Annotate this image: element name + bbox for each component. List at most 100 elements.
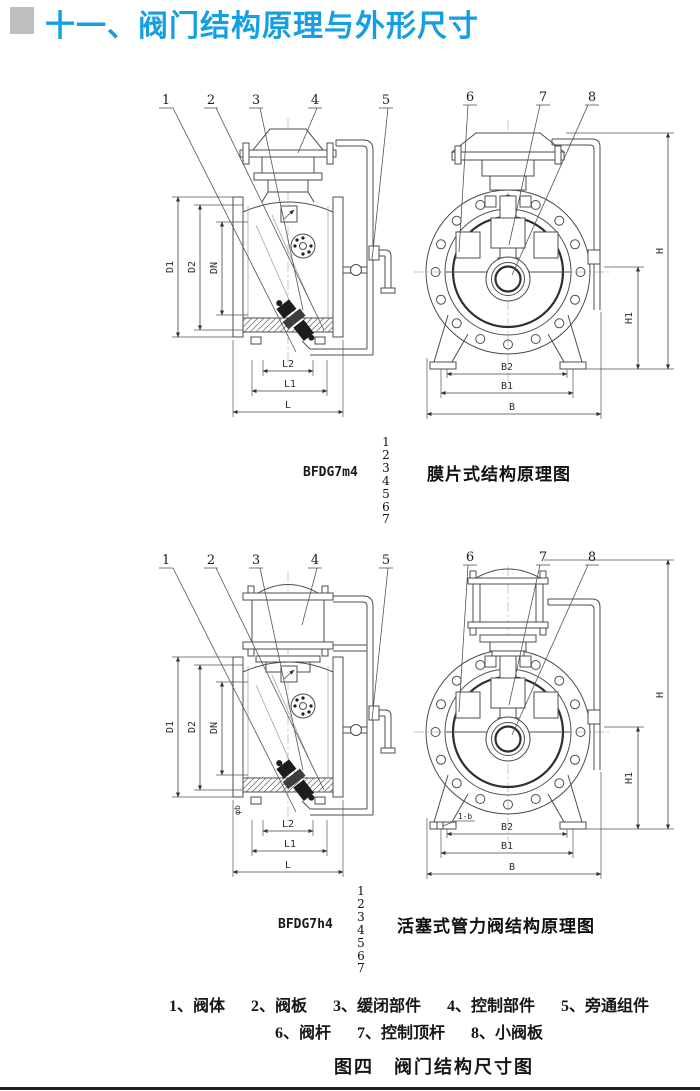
callout-2: 2 xyxy=(207,93,215,108)
callout-7: 7 xyxy=(539,90,547,105)
fig2-foot-hole-callout: 1-b xyxy=(442,812,475,827)
callout-4: 4 xyxy=(311,553,319,568)
fig1-side-view: 1 2 3 4 5 D1 xyxy=(159,93,396,417)
dim-d2: D2 xyxy=(187,261,198,273)
dim-b: B xyxy=(509,862,515,873)
dim-l1: L1 xyxy=(284,839,296,850)
fig2-legs xyxy=(429,774,587,830)
callout-8: 8 xyxy=(588,550,596,565)
fig1-side-callouts: 1 2 3 4 5 xyxy=(159,93,393,353)
callout-1: 1 xyxy=(162,93,170,108)
callout-8: 8 xyxy=(588,90,596,105)
dim-foot-hole: 1-b xyxy=(458,812,473,821)
callout-3: 3 xyxy=(252,93,260,108)
fig2-front-actuator xyxy=(467,568,549,668)
callout-6: 6 xyxy=(466,90,474,105)
dim-l: L xyxy=(285,860,291,871)
dim-d1: D1 xyxy=(165,721,176,733)
fig2-height-dimensions: H H1 xyxy=(544,559,674,830)
figure1-name: 膜片式结构原理图 xyxy=(427,465,571,484)
legend-item-5: 5、旁通组件 xyxy=(561,998,650,1015)
fig2-small-valve-plate xyxy=(485,716,531,762)
fig2-stem xyxy=(490,655,526,727)
fig2-front-pipe-frame xyxy=(547,598,601,770)
dim-h1: H1 xyxy=(624,312,635,324)
fig2-front-callouts: 6 7 8 xyxy=(458,550,599,736)
fig1-right-lug xyxy=(533,231,559,259)
dim-l2: L2 xyxy=(282,819,294,830)
dim-h: H xyxy=(655,248,666,254)
fig2-side-callouts: 1 2 3 4 5 xyxy=(159,553,393,813)
fig1-width-dimensions: B2 B1 B xyxy=(426,312,602,419)
fig1-small-valve-plate xyxy=(485,256,531,302)
dim-dn: DN xyxy=(209,722,220,734)
dim-dn: DN xyxy=(209,262,220,274)
dim-l2: L2 xyxy=(282,359,294,370)
dim-d1: D1 xyxy=(165,261,176,273)
page-title: 十一、阀门结构原理与外形尺寸 xyxy=(45,10,479,43)
fig1-pilot-valve-symbol xyxy=(280,205,298,223)
fig1-bypass-piping xyxy=(301,139,396,356)
dim-l1: L1 xyxy=(284,379,296,390)
fig1-flange-face xyxy=(290,233,316,259)
fig1-front-pipe-frame xyxy=(551,138,601,310)
dim-b2: B2 xyxy=(501,362,513,373)
fig2-pilot-valve-symbol xyxy=(280,665,298,683)
figure2-drawing: 1 2 3 4 5 D1 xyxy=(159,550,674,879)
dim-d2: D2 xyxy=(187,721,198,733)
legend-item-8: 8、小阀板 xyxy=(471,1025,544,1042)
callout-7: 7 xyxy=(539,550,547,565)
fig1-slow-closing-component xyxy=(276,299,315,342)
fig1-front-actuator xyxy=(450,132,566,208)
fig1-stem xyxy=(490,195,526,267)
fig2-front-view: 1-b H H1 xyxy=(414,550,674,879)
dim-bolt-note: φb xyxy=(233,805,242,815)
fig2-flange-face xyxy=(290,693,316,719)
legend-item-1: 1、阀体 xyxy=(168,998,225,1015)
figure-caption: 图四 阀门结构尺寸图 xyxy=(334,1057,534,1077)
fig2-slow-closing-component xyxy=(276,759,315,802)
parts-legend-row-2: 6、阀杆 7、控制顶杆 8、小阀板 xyxy=(118,1019,700,1043)
dim-b1: B1 xyxy=(501,841,513,852)
fig2-length-dimensions: L2 L1 L xyxy=(232,800,344,877)
figure2-name: 活塞式管力阀结构原理图 xyxy=(397,917,595,936)
dim-l: L xyxy=(285,400,291,411)
legend-item-2: 2、阀板 xyxy=(250,998,307,1015)
parts-legend-row-1: 1、阀体 2、阀板 3、缓闭部件 4、控制部件 5、旁通组件 xyxy=(118,992,700,1016)
legend-item-7: 7、控制顶杆 xyxy=(356,1025,445,1042)
figure2-model-code: BFDG7h4 xyxy=(278,917,333,932)
fig1-legs xyxy=(429,314,587,370)
callout-5: 5 xyxy=(382,553,390,568)
dim-b1: B1 xyxy=(501,381,513,392)
figure1-callout-number-column: 1 2 3 4 5 6 7 xyxy=(382,435,390,527)
legend-item-4: 4、控制部件 xyxy=(447,998,536,1015)
callout-6: 6 xyxy=(466,550,474,565)
callout-1: 1 xyxy=(162,553,170,568)
fig2-bypass-piping xyxy=(301,595,396,816)
fig1-front-callouts: 6 7 8 xyxy=(458,90,599,276)
dim-b: B xyxy=(509,402,515,413)
callout-4: 4 xyxy=(311,93,319,108)
callout-5: 5 xyxy=(382,93,390,108)
fig1-height-dimensions: H H1 xyxy=(566,132,674,370)
fig2-right-lug xyxy=(533,691,559,719)
fig1-front-view: H H1 B2 B1 B 6 xyxy=(414,90,674,419)
dim-h1: H1 xyxy=(624,772,635,784)
fig2-diameter-dimensions: D1 D2 DN φb xyxy=(165,656,248,815)
fig2-side-view: 1 2 3 4 5 D1 xyxy=(159,553,396,877)
dim-h: H xyxy=(655,692,666,698)
figure1-drawing: 1 2 3 4 5 D1 xyxy=(159,90,674,419)
callout-2: 2 xyxy=(207,553,215,568)
fig2-piston-actuator xyxy=(242,584,334,673)
figure2-callout-number-column: 1 2 3 4 5 6 7 xyxy=(357,884,365,976)
fig2-width-dimensions: B2 B1 B xyxy=(426,772,602,879)
page-bottom-rule xyxy=(0,1087,700,1090)
legend-item-6: 6、阀杆 xyxy=(274,1025,331,1042)
figure1-model-code: BFDG7m4 xyxy=(303,465,358,480)
fig1-diameter-dimensions: D1 D2 DN xyxy=(165,196,248,338)
dim-b2: B2 xyxy=(501,822,513,833)
legend-item-3: 3、缓闭部件 xyxy=(332,998,421,1015)
fig1-length-dimensions: L2 L1 L xyxy=(232,340,344,417)
callout-3: 3 xyxy=(252,553,260,568)
